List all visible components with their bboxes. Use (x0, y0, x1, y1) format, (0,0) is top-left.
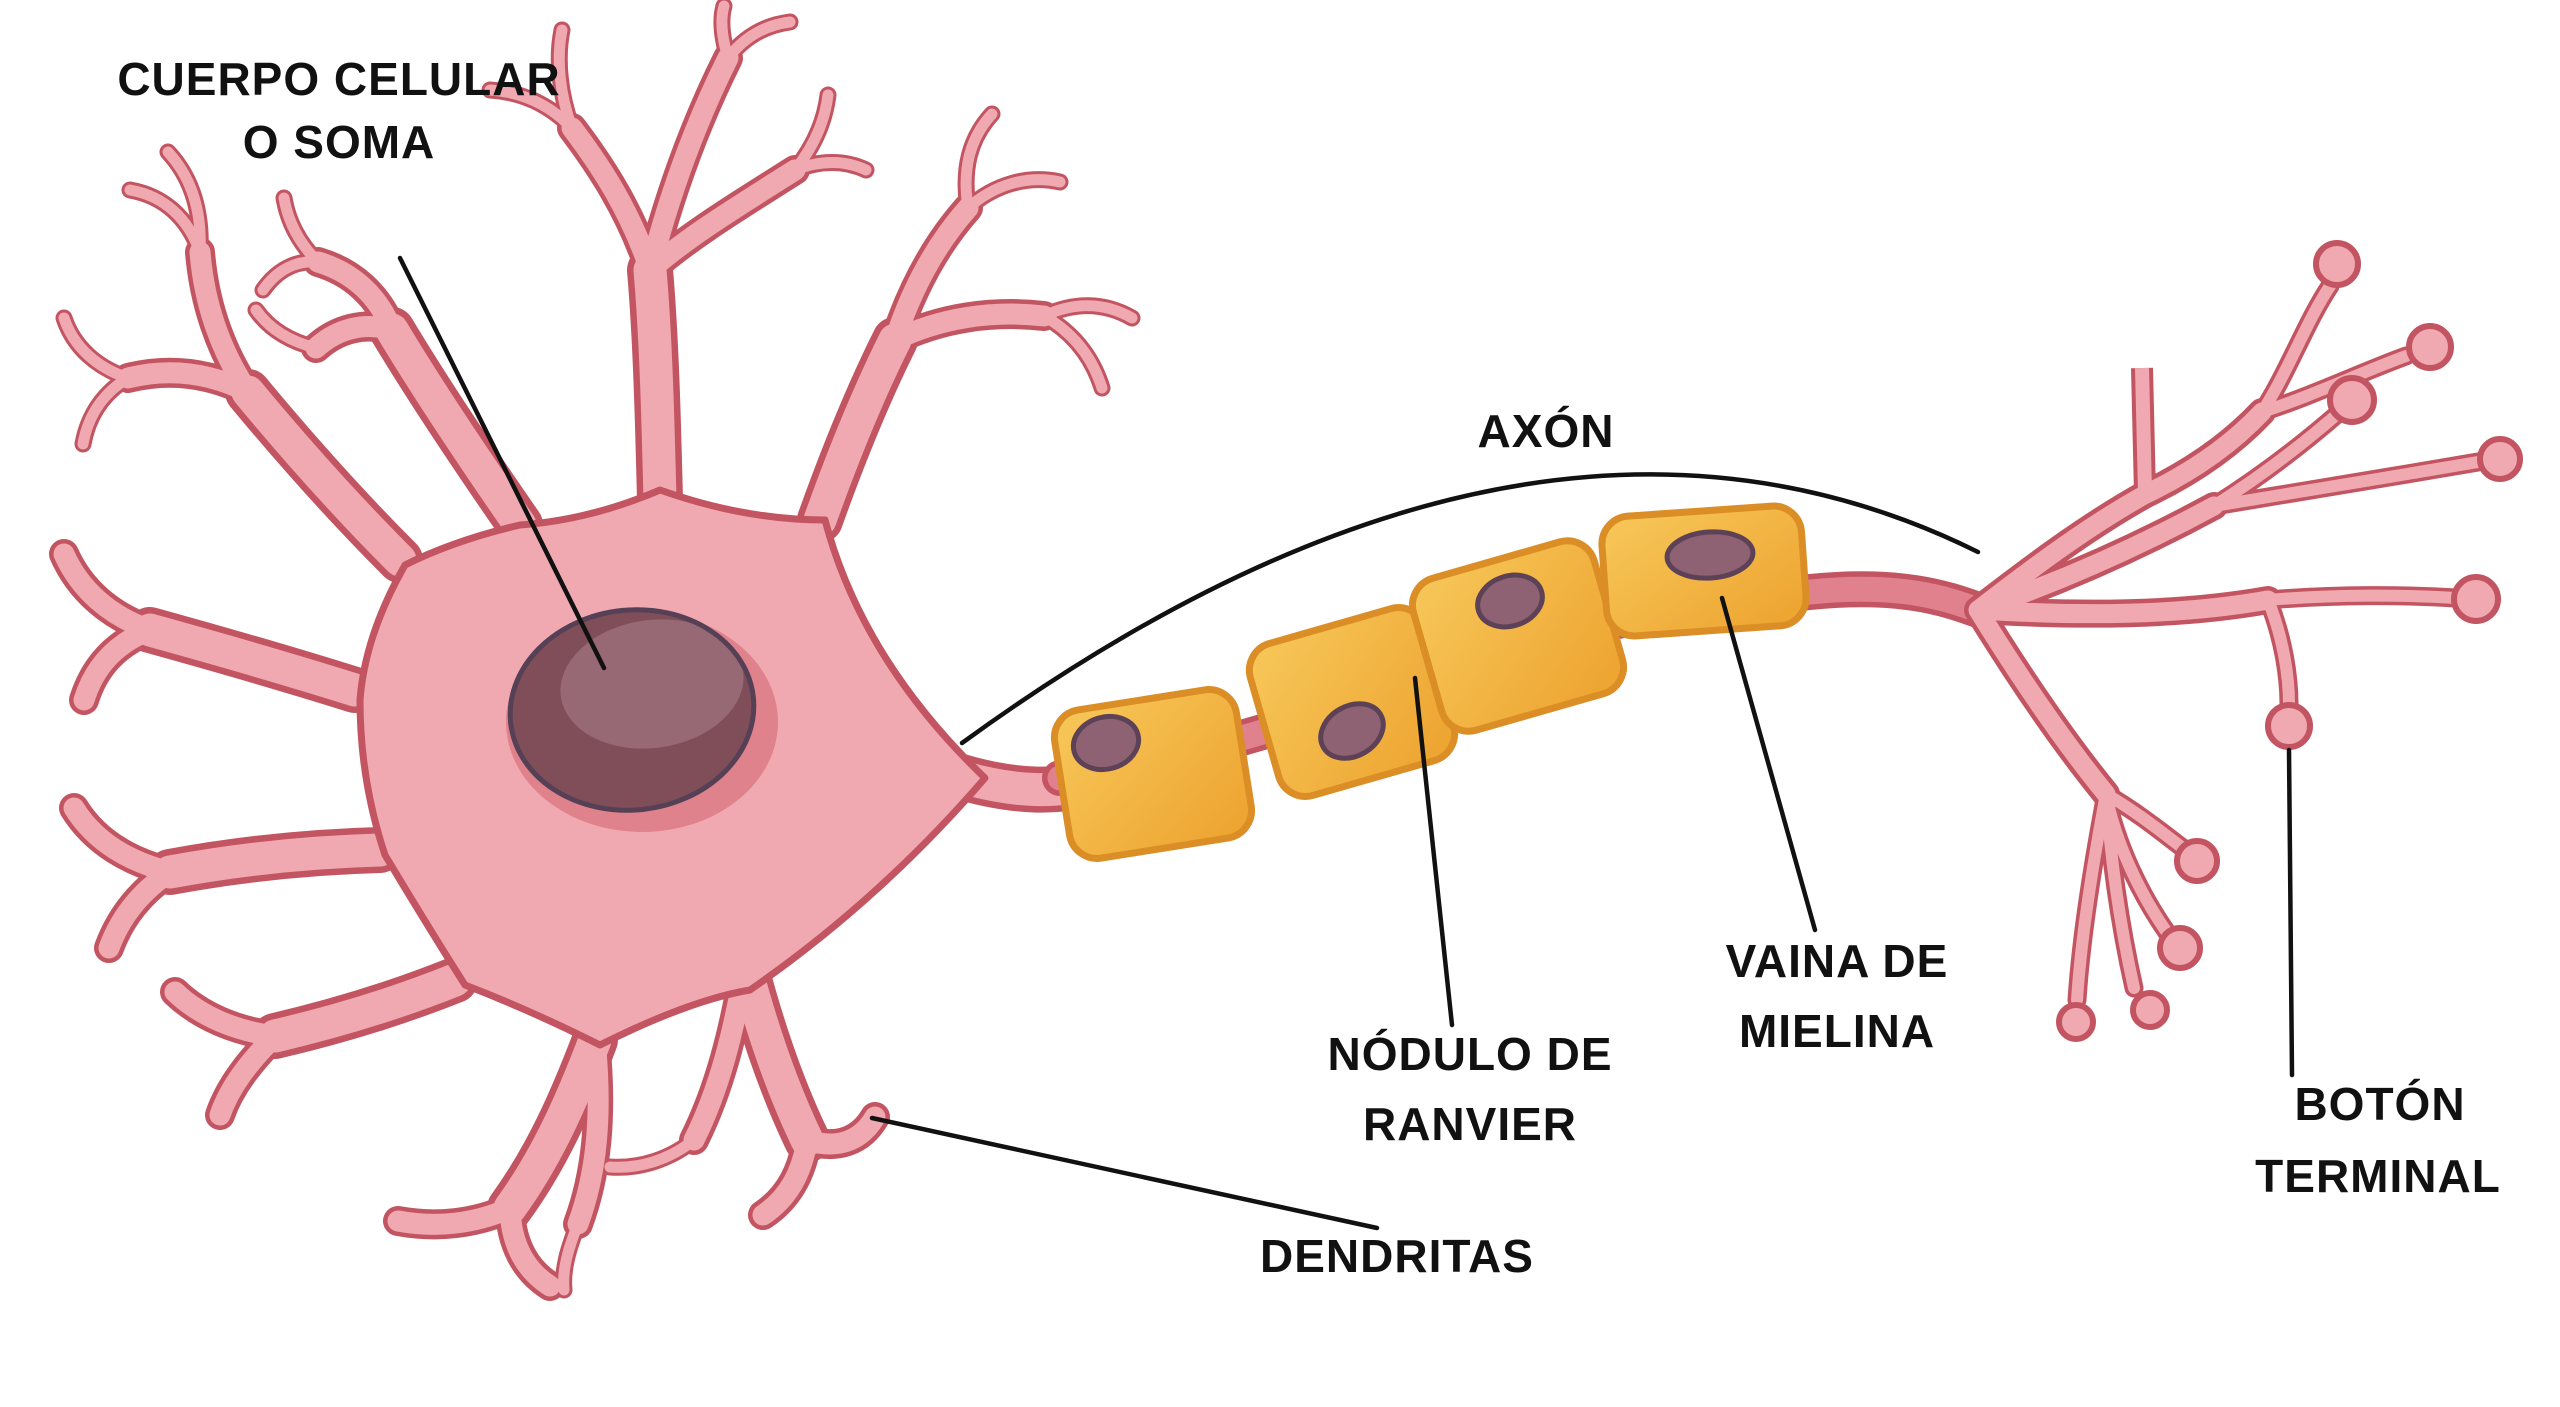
axon-terminal (1964, 240, 2523, 1042)
terminal-bulb (2406, 323, 2454, 371)
terminal-branches-fill (1968, 402, 2278, 804)
myelin-leader-line (1719, 595, 1818, 933)
schwann-nucleus-4 (1664, 529, 1756, 581)
label-cell-body-line1: CUERPO CELULAR (117, 53, 560, 105)
terminal-bulb (2056, 1002, 2096, 1042)
label-terminal-button-line2: TERMINAL (2255, 1150, 2501, 1202)
node-of-ranvier-leader-line (1412, 675, 1455, 1028)
label-dendrites: DENDRITAS (1260, 1230, 1534, 1282)
label-myelin-sheath-line1: VAINA DE (1726, 935, 1949, 987)
label-terminal-button-line1: BOTÓN (2294, 1078, 2465, 1130)
terminal-bulb-labeled (2265, 702, 2313, 750)
dendrite-tips-fill (58, 0, 1138, 1296)
dendrite-branches-fill (53, 47, 1055, 1297)
myelin-segment-3 (1408, 537, 1628, 735)
myelin-segment-1 (1050, 686, 1256, 862)
dendrite-trunks-fill (133, 253, 1115, 1225)
label-cell-body-line2: O SOMA (243, 116, 436, 168)
schwann-nucleus-3 (1475, 572, 1545, 630)
labels: CUERPO CELULAR O SOMA AXÓN NÓDULO DE RAN… (117, 53, 2501, 1282)
terminal-bulb (2477, 436, 2523, 482)
terminal-bulb (2451, 574, 2501, 624)
terminal-bulb (2313, 240, 2361, 288)
terminal-bulb (2327, 375, 2377, 425)
terminal-button-leader-line (2286, 747, 2295, 1078)
label-myelin-sheath-line2: MIELINA (1739, 1005, 1935, 1057)
terminal-stub-fill (2135, 367, 2152, 493)
dendrites-leader-line (869, 1115, 1380, 1231)
terminal-bulb (2174, 838, 2220, 884)
annotations (397, 255, 2295, 1231)
myelin-cell (1408, 537, 1628, 735)
label-axon: AXÓN (1478, 405, 1615, 457)
soma-nucleus (506, 607, 778, 832)
axon-indicator-curve (959, 472, 1981, 746)
nucleus-outline (507, 607, 757, 813)
myelin-sheath (1050, 502, 1810, 862)
terminal-bulb (2130, 990, 2170, 1030)
schwann-nucleus-2 (1318, 701, 1386, 761)
myelin-cell (1050, 686, 1256, 862)
soma (356, 486, 989, 1049)
label-node-of-ranvier-line1: NÓDULO DE (1328, 1028, 1613, 1080)
nucleus-highlight (560, 619, 744, 749)
schwann-nucleus-1 (1070, 713, 1142, 773)
cell-body-leader-line (397, 255, 607, 671)
label-node-of-ranvier-line2: RANVIER (1363, 1098, 1577, 1150)
terminal-bulb (2157, 925, 2203, 971)
dendrites (49, 0, 1141, 1301)
